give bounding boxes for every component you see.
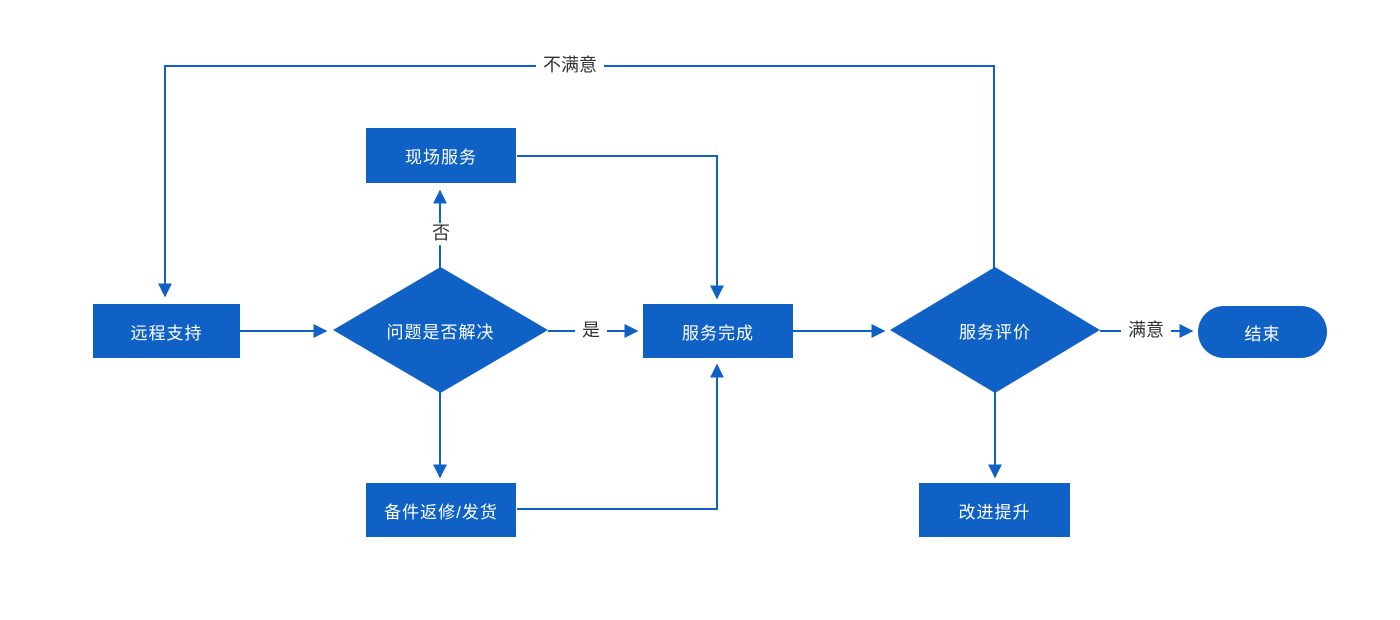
node-remote-support[interactable]: 远程支持 [93,304,240,358]
edge-eval-unsatisfied-loop [158,65,995,298]
node-parts-repair[interactable]: 备件返修/发货 [366,483,516,537]
node-onsite-service-label: 现场服务 [405,148,477,167]
edge-label-satisfied: 满意 [1121,320,1171,342]
node-service-evaluation-label: 服务评价 [959,322,1031,342]
node-service-complete[interactable]: 服务完成 [643,304,793,358]
node-remote-support-label: 远程支持 [130,323,203,343]
node-improvement-label: 改进提升 [958,502,1031,522]
node-onsite-service[interactable]: 现场服务 [366,128,516,183]
node-end-label: 结束 [1244,324,1281,344]
edge-label-no: 否 [425,223,457,245]
edge-onsite-to-complete [517,155,724,300]
node-parts-repair-label: 备件返修/发货 [384,502,498,522]
node-improvement[interactable]: 改进提升 [919,483,1070,537]
node-end[interactable]: 结束 [1198,306,1327,358]
edge-parts-to-complete [517,363,724,510]
edge-label-yes: 是 [575,320,607,342]
edge-label-unsatisfied: 不满意 [536,55,604,77]
node-decision-solved-label: 问题是否解决 [386,322,495,342]
node-service-complete-label: 服务完成 [682,323,754,343]
